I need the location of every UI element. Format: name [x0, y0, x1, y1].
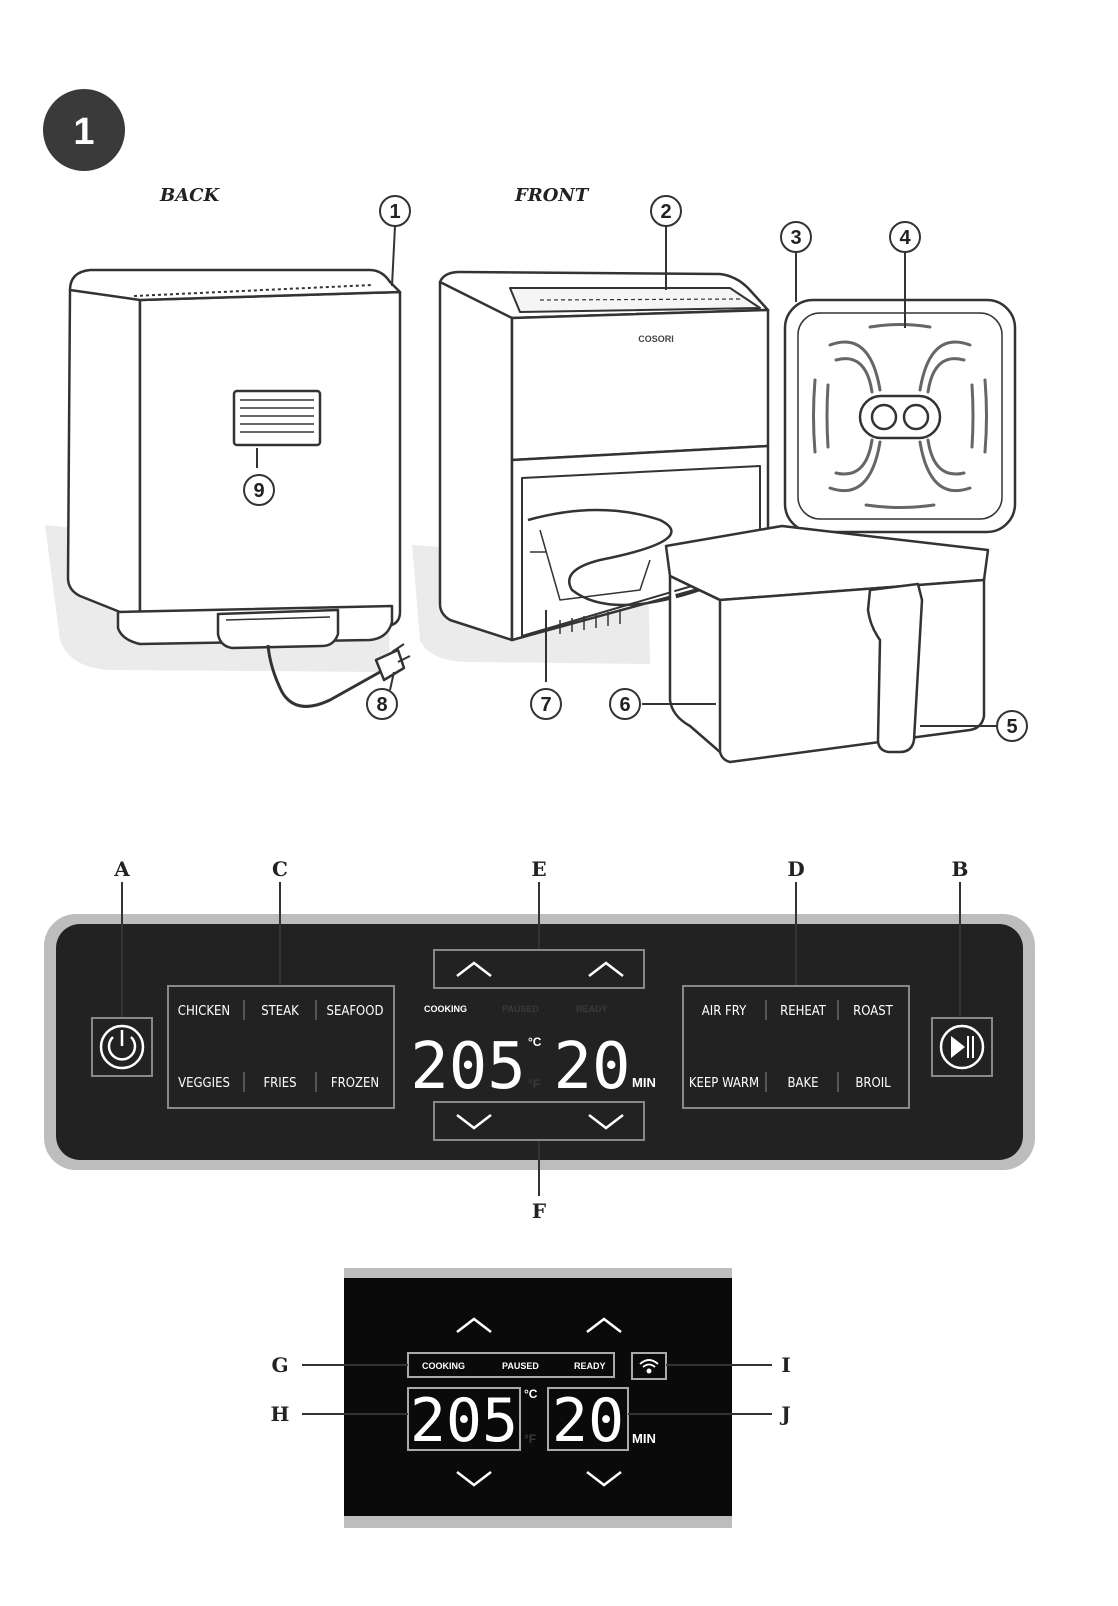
- preset-veggies-button[interactable]: VEGGIES: [178, 1076, 230, 1091]
- letter-j: J: [779, 1402, 790, 1426]
- detail-status-cooking: COOKING: [422, 1361, 465, 1371]
- letter-i: I: [781, 1353, 790, 1377]
- mode-air-fry-button[interactable]: AIR FRY: [702, 1004, 747, 1019]
- unit-minutes: MIN: [632, 1075, 656, 1090]
- callout-4: 4: [899, 227, 911, 249]
- preset-frozen-button[interactable]: FROZEN: [331, 1076, 379, 1091]
- callout-8: 8: [376, 694, 387, 716]
- letter-a: A: [113, 857, 130, 881]
- callout-3: 3: [790, 227, 801, 249]
- detail-display: COOKING PAUSED READY 205 °C °F 20 MIN G …: [271, 1268, 791, 1528]
- temperature-readout: 205: [410, 1030, 526, 1104]
- letter-b: B: [952, 857, 969, 881]
- time-readout: 20: [553, 1030, 630, 1104]
- step-number: 1: [73, 111, 94, 153]
- mode-reheat-button[interactable]: REHEAT: [780, 1004, 827, 1019]
- step-badge: 1: [43, 89, 125, 171]
- detail-unit-fahrenheit: °F: [524, 1432, 536, 1446]
- letter-d: D: [787, 857, 804, 881]
- detail-time-readout: 20: [552, 1386, 624, 1456]
- callout-2: 2: [660, 201, 671, 223]
- letter-g: G: [271, 1353, 288, 1377]
- brand-logo: COSORI: [638, 334, 674, 344]
- letter-f: F: [532, 1199, 546, 1223]
- preset-steak-button[interactable]: STEAK: [261, 1004, 299, 1019]
- status-ready: READY: [576, 1004, 608, 1014]
- detail-temperature-readout: 205: [410, 1386, 518, 1456]
- callout-5: 5: [1006, 716, 1017, 738]
- front-view-label: FRONT: [514, 185, 590, 206]
- preset-seafood-button[interactable]: SEAFOOD: [327, 1004, 384, 1019]
- letter-e: E: [531, 857, 546, 881]
- detail-status-paused: PAUSED: [502, 1361, 539, 1371]
- status-cooking: COOKING: [424, 1004, 467, 1014]
- callout-1: 1: [389, 201, 400, 223]
- status-paused: PAUSED: [502, 1004, 539, 1014]
- mode-roast-button[interactable]: ROAST: [853, 1004, 894, 1019]
- mode-keep-warm-button[interactable]: KEEP WARM: [689, 1076, 759, 1091]
- unit-celsius: °C: [528, 1035, 542, 1049]
- mode-broil-button[interactable]: BROIL: [855, 1076, 891, 1091]
- crisper-plate-illustration: [785, 300, 1015, 532]
- front-view-illustration: [412, 272, 768, 664]
- detail-unit-minutes: MIN: [632, 1431, 656, 1446]
- back-view-illustration: [45, 270, 410, 706]
- detail-status-ready: READY: [574, 1361, 606, 1371]
- unit-fahrenheit: °F: [528, 1077, 540, 1091]
- preset-chicken-button[interactable]: CHICKEN: [178, 1004, 230, 1019]
- preset-fries-button[interactable]: FRIES: [263, 1076, 296, 1091]
- control-panel: A C E D B F: [44, 857, 1035, 1223]
- callout-7: 7: [540, 694, 551, 716]
- detail-unit-celsius: °C: [524, 1387, 538, 1401]
- mode-bake-button[interactable]: BAKE: [787, 1076, 818, 1091]
- letter-h: H: [271, 1402, 290, 1426]
- back-view-label: BACK: [159, 185, 221, 206]
- callout-6: 6: [619, 694, 630, 716]
- letter-c: C: [272, 857, 288, 881]
- callout-9: 9: [253, 480, 264, 502]
